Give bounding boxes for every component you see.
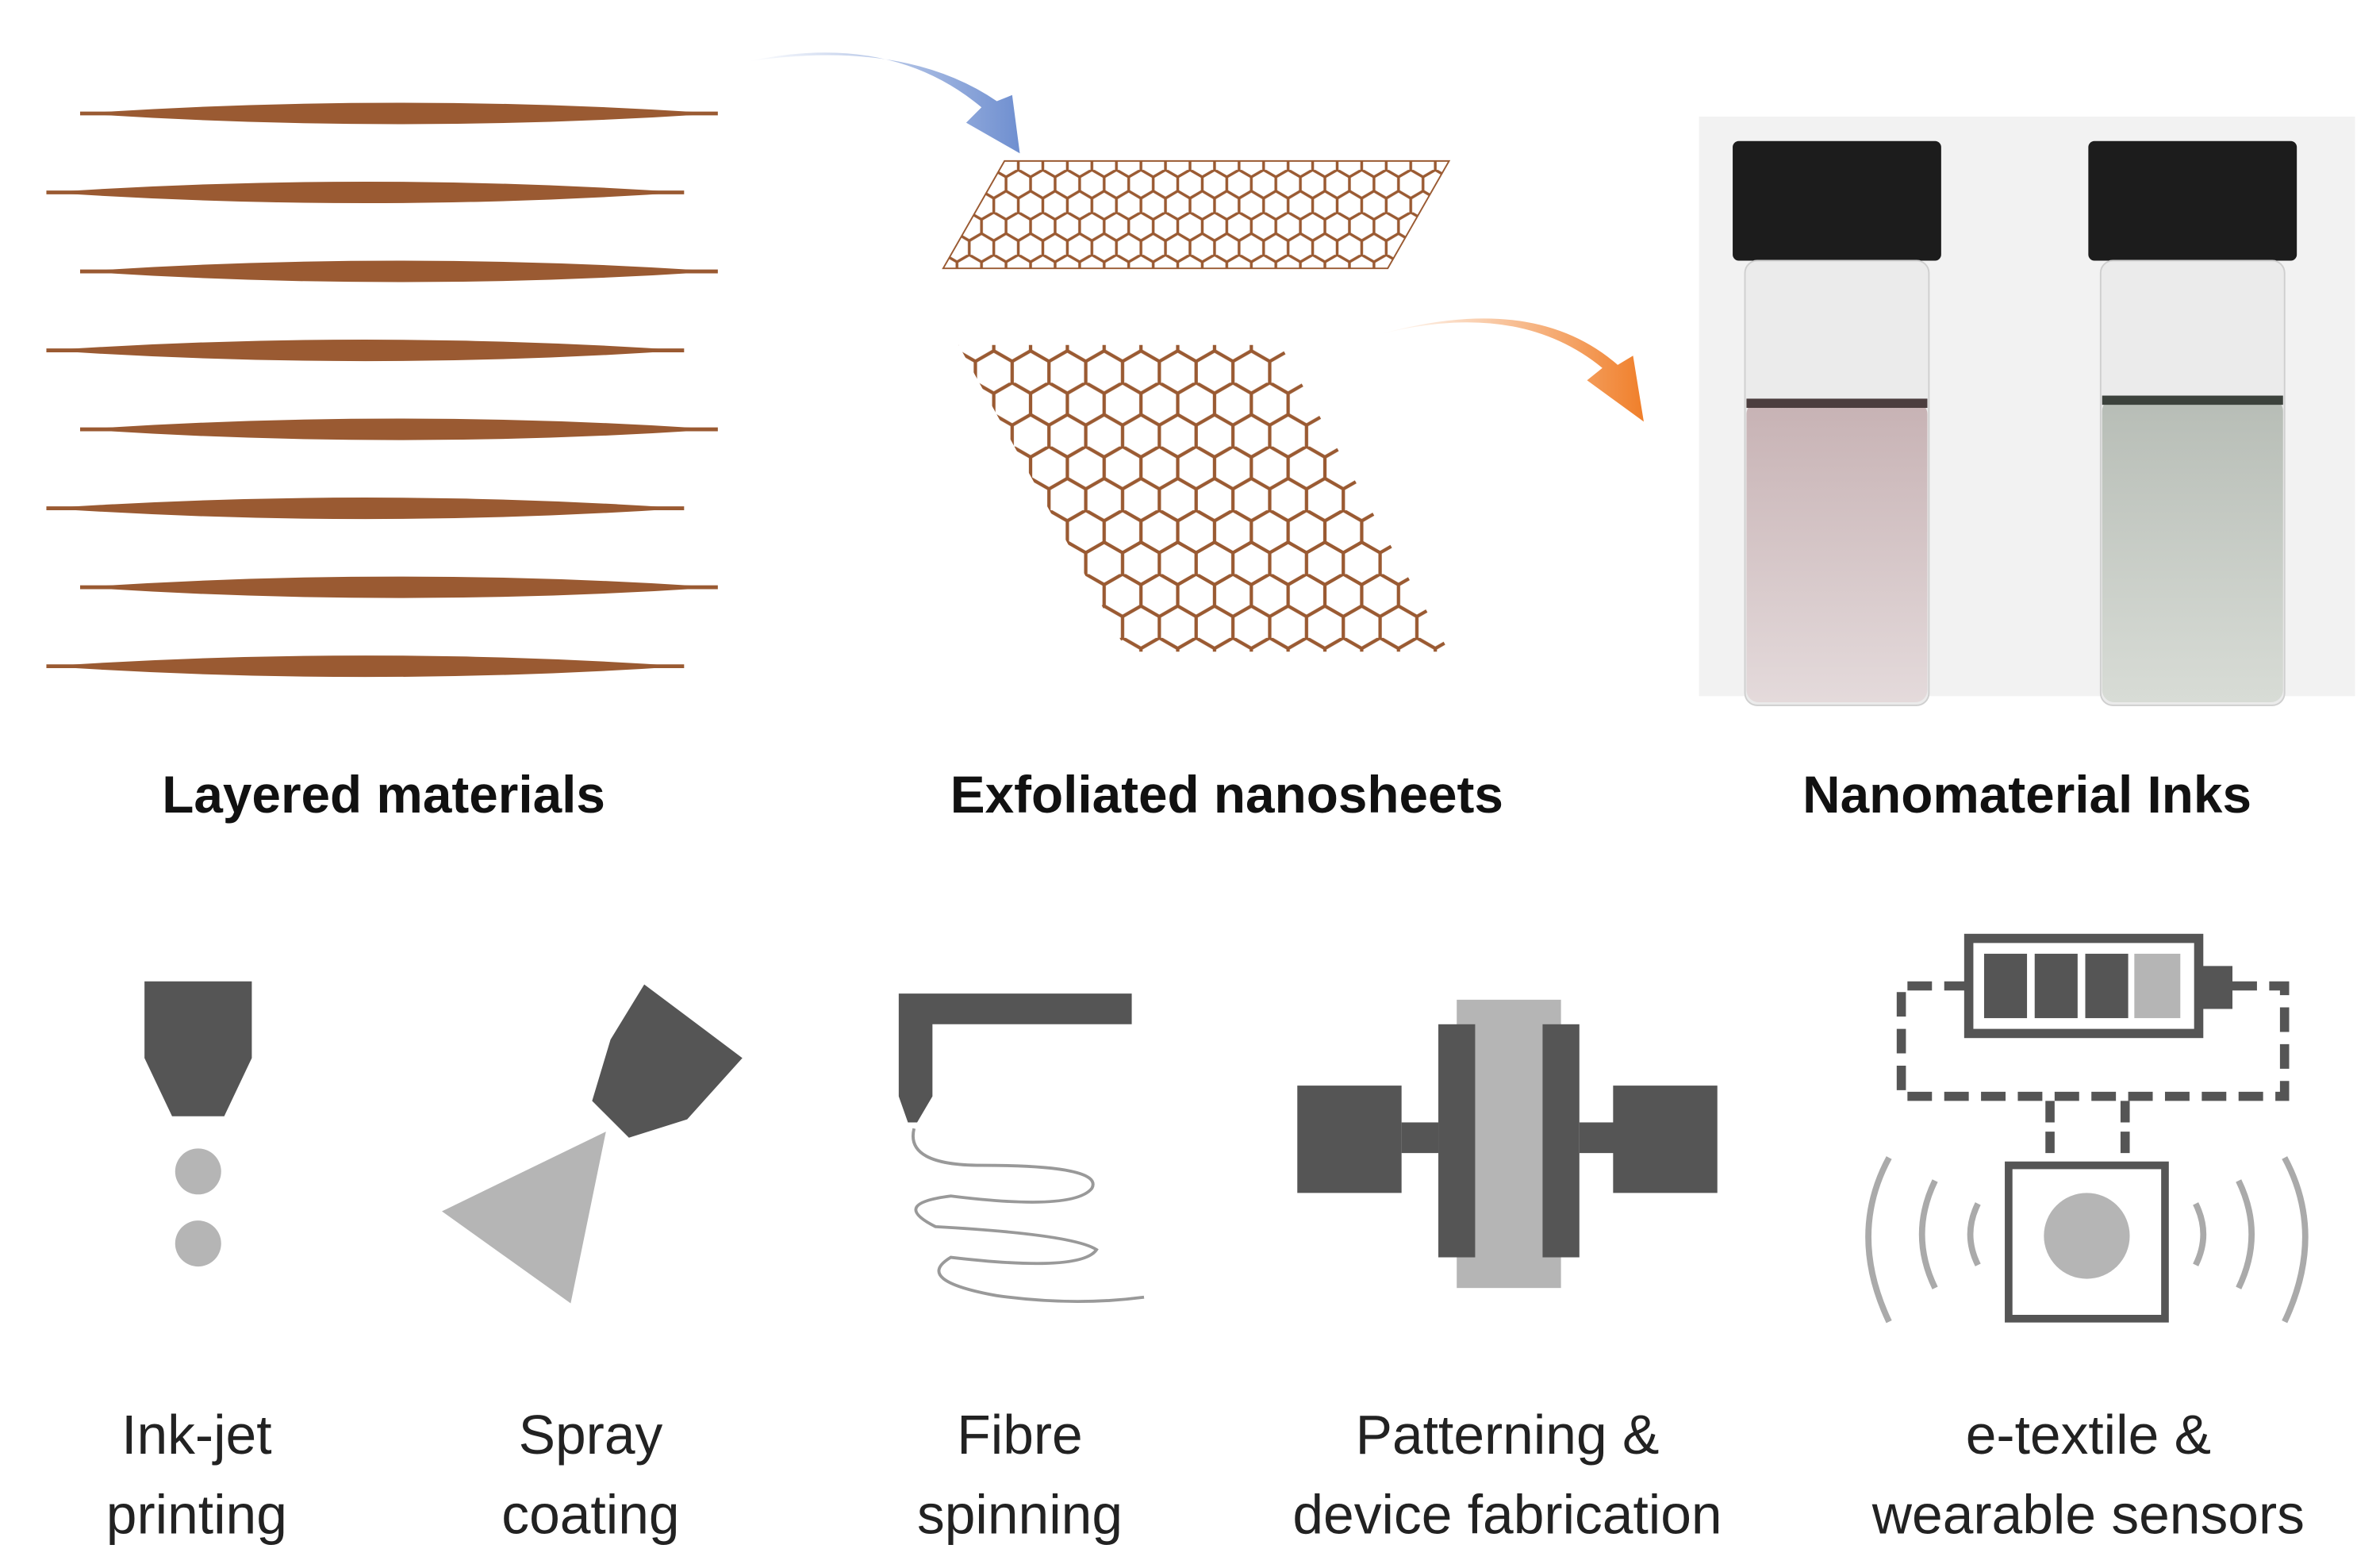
nanosheet-large [958,344,1449,652]
spray-coating-icon [442,984,743,1304]
signal-waves-icon [1865,1156,2309,1324]
fibre-spinning-icon [898,993,1145,1304]
arrow-orange-icon [1380,318,1644,422]
caption-spray-line1: Spray [519,1404,663,1466]
vial-grey-ink [2088,140,2297,706]
wearable-sensor-icon [1865,933,2309,1324]
caption-fibre-line2: spinning [917,1483,1123,1545]
caption-fibre-line1: Fibre [957,1404,1082,1466]
application-captions: Ink-jet printing Spray coating Fibre spi… [106,1404,2305,1545]
caption-spray-line2: coating [501,1483,679,1545]
caption-etextile-line1: e-textile & [1966,1404,2211,1466]
caption-etextile-line2: wearable sensors [1871,1483,2305,1545]
label-exfoliated-nanosheets: Exfoliated nanosheets [950,766,1503,824]
vial-pink-ink [1733,140,1941,706]
caption-inkjet-line1: Ink-jet [121,1404,271,1466]
battery-icon [1964,933,2232,1039]
caption-patterning-line2: device fabrication [1292,1483,1722,1545]
inkjet-printing-icon [144,981,252,1267]
arrow-blue-icon [748,52,1020,154]
ink-vials-photo [1699,116,2355,706]
caption-patterning-line1: Patterning & [1356,1404,1660,1466]
layered-material-stack [46,102,718,678]
nanosheet-small [942,159,1451,270]
caption-inkjet-line2: printing [106,1483,287,1545]
label-layered-materials: Layered materials [162,766,605,824]
label-nanomaterial-inks: Nanomaterial Inks [1802,766,2251,824]
device-fabrication-icon [1297,999,1718,1289]
